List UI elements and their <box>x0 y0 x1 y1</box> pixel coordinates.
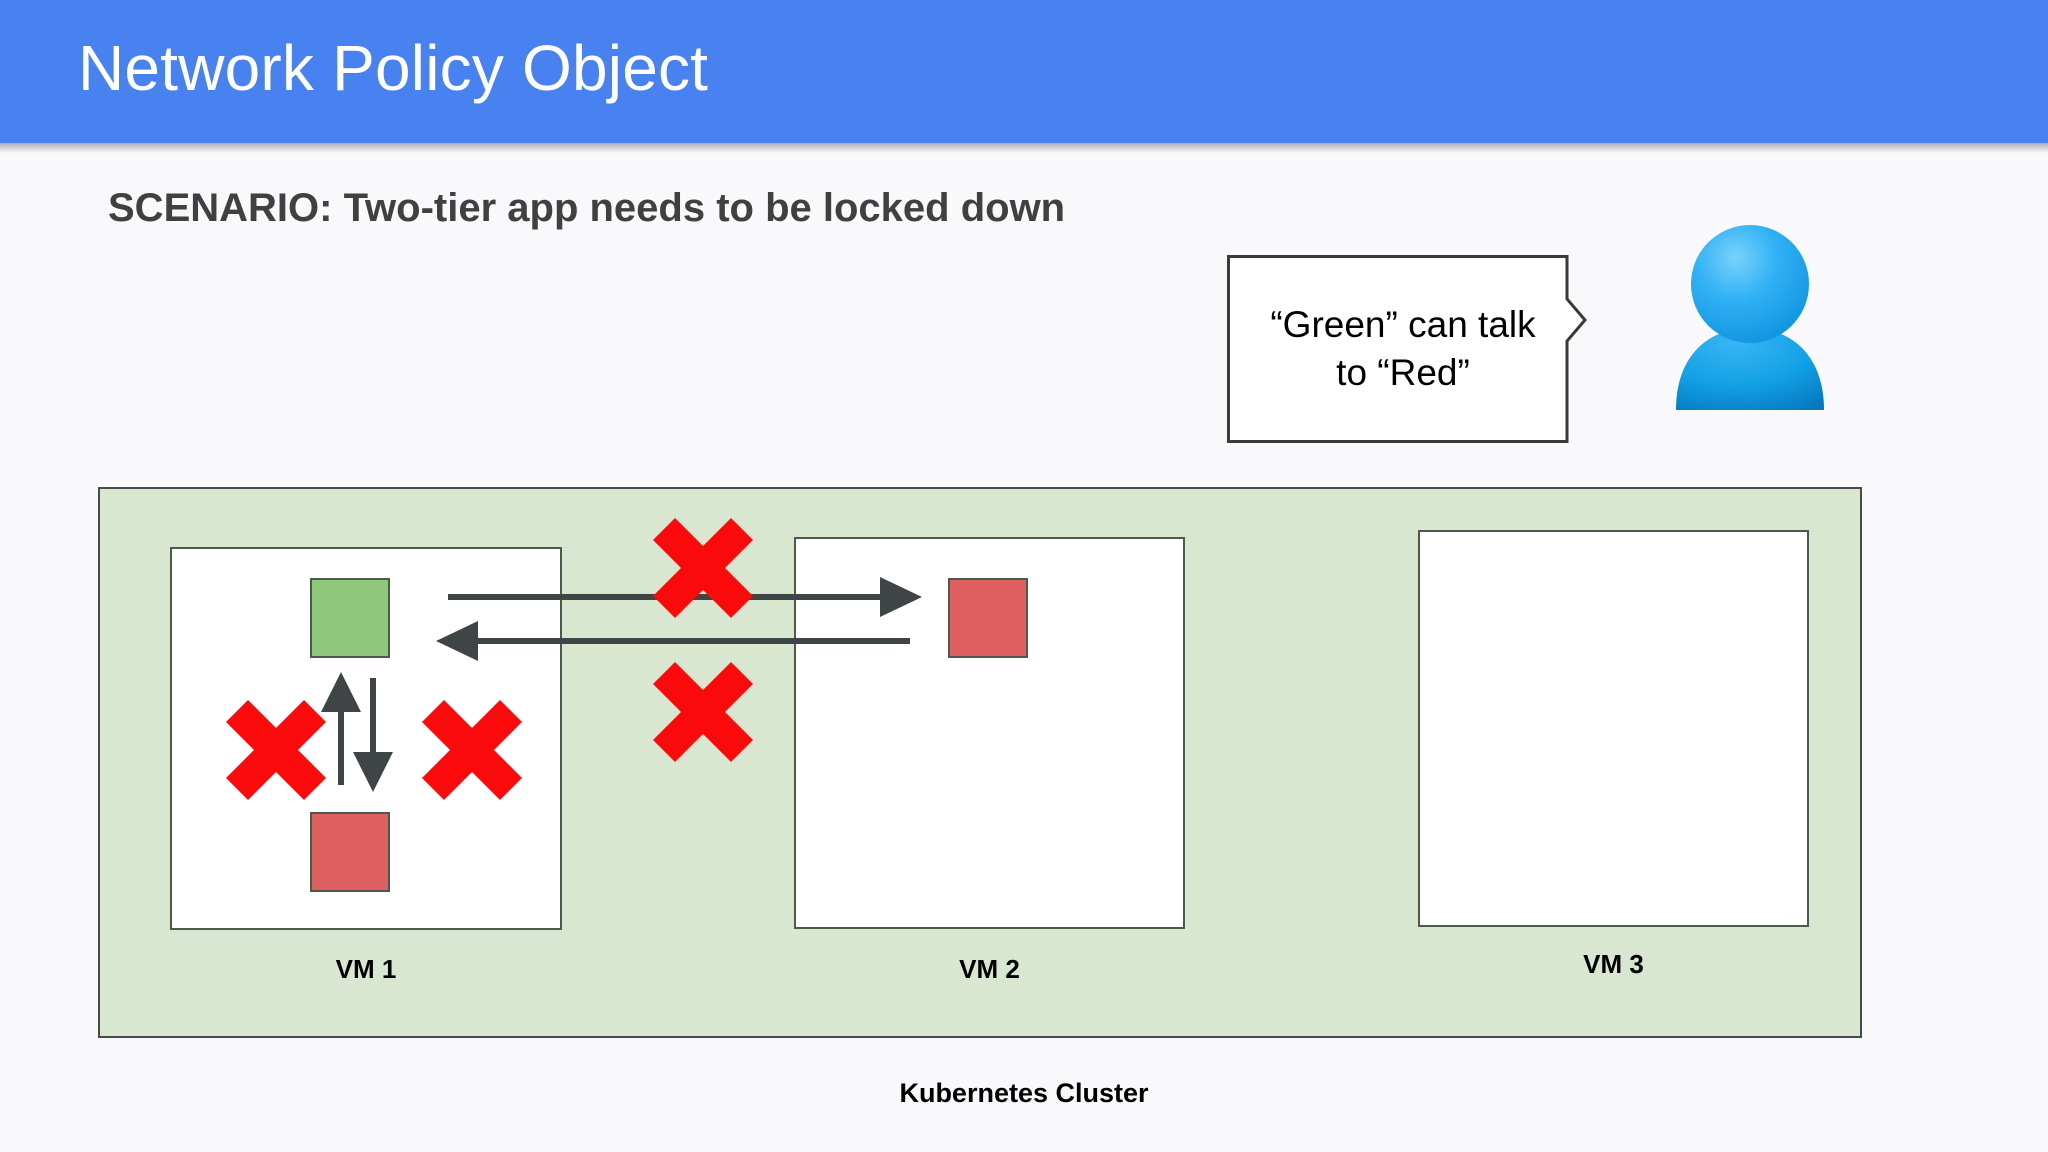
vm-label-3: VM 3 <box>1583 949 1644 979</box>
speech-bubble-line-2: to “Red” <box>1336 352 1470 393</box>
pod-red-vm1 <box>310 812 390 892</box>
cluster-caption: Kubernetes Cluster <box>899 1078 1149 1108</box>
scenario-subtitle: SCENARIO: Two-tier app needs to be locke… <box>108 186 1066 230</box>
title-bar <box>0 0 2048 143</box>
speech-bubble-text: “Green” can talk to “Red” <box>1227 255 1587 443</box>
vm-label-1: VM 1 <box>335 954 397 984</box>
vm-label-2: VM 2 <box>959 954 1020 984</box>
person-icon <box>1670 222 1830 412</box>
pod-red-vm2 <box>948 578 1028 658</box>
speech-bubble-shape <box>1227 255 1587 443</box>
page-title: Network Policy Object <box>78 32 709 104</box>
title-bar-shadow <box>0 143 2048 153</box>
speech-bubble: “Green” can talk to “Red” <box>1227 255 1587 443</box>
vm-box-3 <box>1418 530 1809 927</box>
speech-bubble-line-1: “Green” can talk <box>1270 304 1536 345</box>
pod-green-vm1 <box>310 578 390 658</box>
